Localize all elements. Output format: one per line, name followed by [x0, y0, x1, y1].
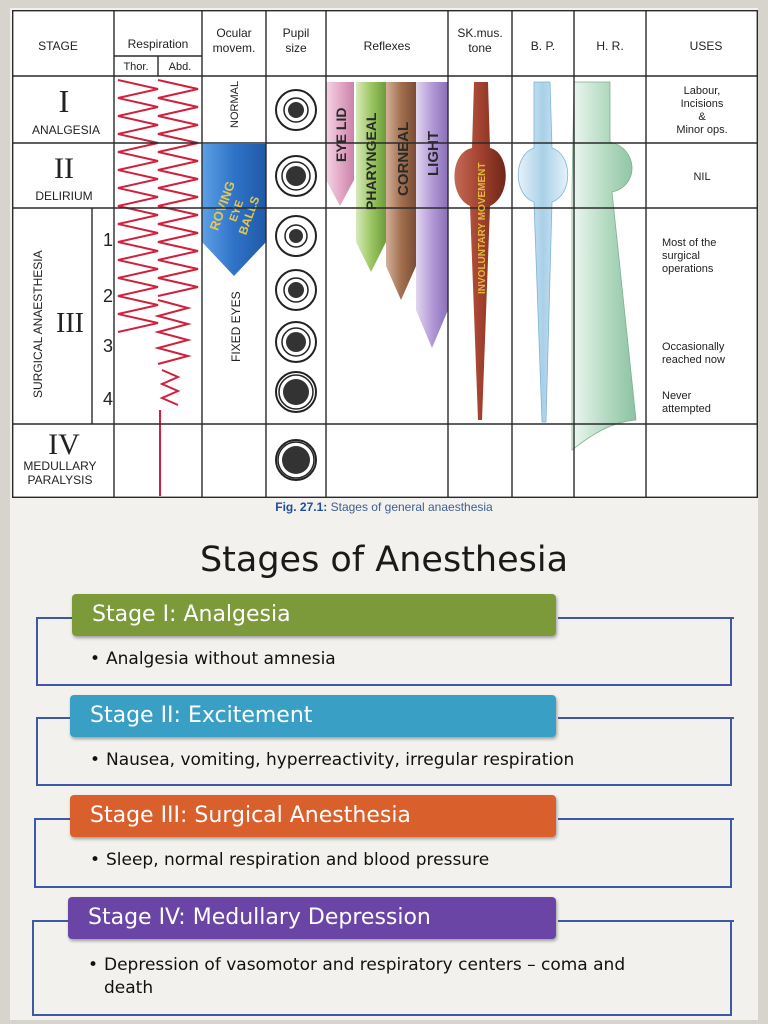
plane-1: 1	[103, 230, 113, 250]
stage-4-bullet-text-2: death	[104, 978, 154, 998]
stage-4-bullet: •Depression of vasomotor and respiratory…	[88, 955, 626, 998]
stage-1-bullet: •Analgesia without amnesia	[90, 649, 336, 669]
header-ocular-1: Ocular	[216, 26, 251, 40]
uses-3-line-2: surgical	[662, 250, 700, 262]
stage-4-box	[32, 920, 734, 1016]
figure-caption: Fig. 27.1: Stages of general anaesthesia	[0, 500, 768, 514]
header-pupil-2: size	[285, 41, 307, 55]
stage-3-bullet-text: Sleep, normal respiration and blood pres…	[106, 850, 490, 870]
uses-5-line-2: attempted	[662, 403, 711, 415]
stage-1-numeral: I	[59, 83, 70, 119]
stage-1-header: Stage I: Analgesia	[72, 594, 556, 636]
uses-3-line-1: Most of the	[662, 237, 716, 249]
abdominal-respiration-zigzag-deep	[154, 299, 192, 365]
light-reflex-bar	[416, 82, 448, 348]
stage-4-numeral: IV	[48, 428, 80, 461]
pupil-ring-3	[284, 224, 308, 248]
reflex-eyelid-label: EYE LID	[333, 108, 349, 162]
stage-4-bullet-text-1: Depression of vasomotor and respiratory …	[104, 955, 626, 975]
uses-1-line-4: Minor ops.	[676, 124, 727, 136]
stage-1-name: ANALGESIA	[32, 123, 100, 137]
header-hr: H. R.	[596, 39, 623, 53]
figure-caption-text: Stages of general anaesthesia	[330, 500, 493, 514]
header-pupil-1: Pupil	[283, 26, 310, 40]
roving-eyeballs-arrow	[202, 144, 266, 276]
anaesthesia-stages-table: ROVING EYE BALLS STAGE Res	[12, 10, 758, 498]
plane-2: 2	[103, 286, 113, 306]
pupil-ring-4	[283, 277, 309, 303]
stage-4-header: Stage IV: Medullary Depression	[68, 897, 556, 939]
pupil-ring-2	[281, 161, 311, 191]
stage-3-bullet: •Sleep, normal respiration and blood pre…	[90, 850, 490, 870]
stage-4-name-1: MEDULLARY	[23, 459, 96, 473]
figure-caption-label: Fig. 27.1:	[275, 500, 328, 514]
stage-2-bullet: •Nausea, vomiting, hyperreactivity, irre…	[90, 750, 575, 770]
header-skmus-2: tone	[468, 41, 492, 55]
abdominal-respiration-zigzag-shallow	[159, 369, 181, 406]
header-bp: B. P.	[531, 39, 555, 53]
stage-4-name-2: PARALYSIS	[28, 473, 93, 487]
pupil-ring-5	[281, 327, 311, 357]
reflex-pharyngeal-label: PHARYNGEAL	[363, 112, 379, 210]
heart-rate-shape	[571, 81, 637, 451]
header-abd: Abd.	[169, 61, 192, 73]
pupil-1	[288, 102, 304, 118]
slide-title: Stages of Anesthesia	[199, 540, 569, 580]
pupil-2	[286, 166, 306, 186]
ocular-normal: NORMAL	[229, 81, 241, 128]
header-stage: STAGE	[38, 39, 78, 53]
stage-1-box	[36, 617, 734, 686]
skmus-involuntary-label: INVOLUNTARY MOVEMENT	[477, 163, 488, 294]
uses-5-line-1: Never	[662, 390, 692, 402]
ocular-fixed-eyes: FIXED EYES	[229, 291, 243, 362]
table-grid	[12, 10, 758, 498]
pupil-size-column	[275, 89, 317, 481]
pupil-ring-6	[278, 374, 314, 410]
stage-3-box	[34, 818, 734, 888]
pharyngeal-reflex-bar	[356, 82, 386, 272]
pupil-6	[283, 379, 309, 405]
uses-2: NIL	[693, 171, 710, 183]
header-skmus-1: SK.mus.	[457, 26, 502, 40]
pupil-5	[286, 332, 306, 352]
abdominal-respiration-zigzag	[157, 79, 199, 297]
header-uses: USES	[690, 39, 723, 53]
pupil-ring-1	[283, 97, 309, 123]
pupil-7	[282, 446, 310, 474]
stage-1-bullet-text: Analgesia without amnesia	[106, 649, 336, 669]
corneal-reflex-bar	[386, 82, 416, 300]
stage-3-header: Stage III: Surgical Anesthesia	[70, 795, 556, 837]
stage-2-box	[36, 717, 734, 786]
uses-4-line-1: Occasionally	[662, 341, 725, 353]
pupil-3	[289, 229, 303, 243]
uses-3-line-3: operations	[662, 263, 714, 275]
reflex-corneal-label: CORNEAL	[395, 122, 412, 196]
plane-4: 4	[103, 389, 113, 409]
stage-3-numeral: III	[56, 308, 84, 339]
header-respiration: Respiration	[128, 37, 189, 51]
stage-2-bullet-text: Nausea, vomiting, hyperreactivity, irreg…	[106, 750, 575, 770]
header-thor: Thor.	[123, 61, 148, 73]
uses-1-line-2: Incisions	[681, 98, 724, 110]
eyelid-reflex-bar	[326, 82, 354, 206]
uses-1-line-1: Labour,	[684, 85, 721, 97]
stage-2-numeral: II	[54, 152, 74, 185]
uses-4-line-2: reached now	[662, 354, 725, 366]
plane-3: 3	[103, 336, 113, 356]
uses-1-line-3: &	[698, 111, 706, 123]
stage-2-name: DELIRIUM	[35, 189, 92, 203]
blood-pressure-shape	[517, 81, 569, 423]
reflex-light-label: LIGHT	[425, 131, 442, 176]
stage-2-header: Stage II: Excitement	[70, 695, 556, 737]
pupil-4	[288, 282, 304, 298]
header-reflexes: Reflexes	[364, 39, 411, 53]
pupil-ring-7	[277, 441, 315, 479]
skeletal-muscle-tone-shape	[454, 82, 506, 420]
thoracic-respiration-zigzag	[117, 79, 159, 333]
header-ocular-2: movem.	[213, 41, 256, 55]
stage-3-name: SURGICAL ANAESTHESIA	[31, 250, 45, 398]
